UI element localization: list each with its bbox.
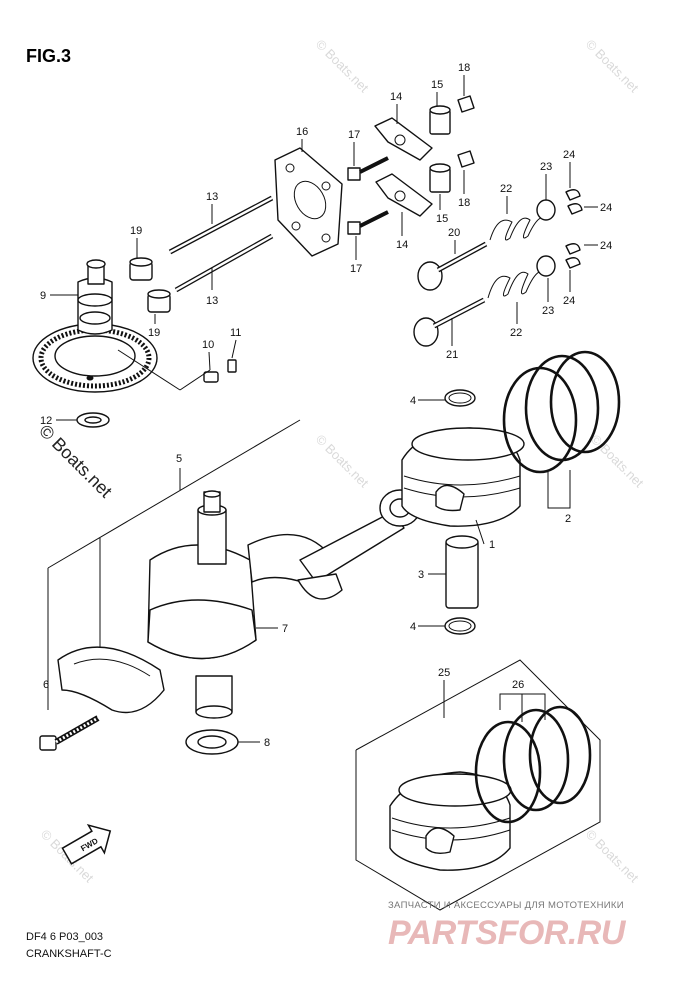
callout-7: 7 <box>282 623 288 635</box>
callout-4a: 4 <box>410 395 416 407</box>
callout-10: 10 <box>202 339 214 351</box>
callout-16: 16 <box>296 126 308 138</box>
watermark-text: © Boats.net <box>583 827 642 886</box>
callout-18b: 18 <box>458 197 470 209</box>
watermark-text: © Boats.net <box>313 37 372 96</box>
figure-name: CRANKSHAFT-C <box>26 948 112 960</box>
pin-clip <box>444 389 476 635</box>
callout-15a: 15 <box>431 79 443 91</box>
rod-cap <box>57 646 165 714</box>
rocker-gasket <box>274 147 343 257</box>
callout-14b: 14 <box>396 239 408 251</box>
callout-24c: 24 <box>600 240 612 252</box>
callout-17a: 17 <box>348 129 360 141</box>
callout-14a: 14 <box>390 91 402 103</box>
rocker-pivot <box>429 105 451 193</box>
callout-1: 1 <box>489 539 495 551</box>
crank-washer <box>185 729 239 755</box>
callout-8: 8 <box>264 737 270 749</box>
rod-bolt <box>39 715 100 751</box>
callout-5: 5 <box>176 453 182 465</box>
callout-6: 6 <box>43 679 49 691</box>
valve-spring <box>487 216 549 299</box>
valve-lifter <box>129 257 171 313</box>
callout-23b: 23 <box>542 305 554 317</box>
callout-9: 9 <box>40 290 46 302</box>
rocker-nut <box>457 95 475 168</box>
rocker-arm <box>374 117 433 217</box>
callout-22a: 22 <box>500 183 512 195</box>
watermark-text: © Boats.net <box>313 432 372 491</box>
piston-pin <box>445 535 479 609</box>
callout-25: 25 <box>438 667 450 679</box>
callout-24d: 24 <box>563 295 575 307</box>
figure-code: DF4 6 P03_003 <box>26 931 103 943</box>
spring-retainer <box>536 199 556 277</box>
callout-17b: 17 <box>350 263 362 275</box>
group-frames <box>47 349 601 911</box>
callout-13a: 13 <box>206 191 218 203</box>
connecting-rod <box>247 489 421 600</box>
rocker-stud <box>347 156 389 235</box>
callout-15b: 15 <box>436 213 448 225</box>
watermark-main: © Boats.net <box>35 421 116 502</box>
brand-logo: PARTSFOR.RU <box>388 914 627 952</box>
piston-oversize <box>389 771 512 871</box>
thrust-washer <box>76 412 110 428</box>
push-rod <box>168 195 274 293</box>
watermark-text: © Boats.net <box>588 432 647 491</box>
piston <box>401 427 525 527</box>
callout-2: 2 <box>565 513 571 525</box>
watermark-text: © Boats.net <box>583 37 642 96</box>
brand-tagline: ЗАПЧАСТИ И АКСЕССУАРЫ ДЛЯ МОТОТЕХНИКИ <box>388 900 624 911</box>
figure-title: FIG.3 <box>26 46 71 66</box>
callout-19a: 19 <box>130 225 142 237</box>
valve <box>413 241 488 347</box>
watermark-faint: © Boats.net © Boats.net © Boats.net © Bo… <box>38 37 647 886</box>
callout-22b: 22 <box>510 327 522 339</box>
piston-rings <box>502 350 621 474</box>
callout-11: 11 <box>230 327 241 339</box>
callout-21: 21 <box>446 349 458 361</box>
callout-20: 20 <box>448 227 460 239</box>
camshaft-gear <box>32 259 158 393</box>
callouts: 1 2 3 4 4 5 6 7 8 9 10 11 12 13 13 14 14… <box>40 62 612 749</box>
small-bolt <box>227 359 237 373</box>
callout-13b: 13 <box>206 295 218 307</box>
callout-19b: 19 <box>148 327 160 339</box>
callout-26: 26 <box>512 679 524 691</box>
callout-4b: 4 <box>410 621 416 633</box>
callout-24b: 24 <box>600 202 612 214</box>
valve-cotter <box>565 189 583 269</box>
lock-pin <box>203 371 219 383</box>
callout-3: 3 <box>418 569 424 581</box>
crankshaft <box>147 490 257 719</box>
callout-23a: 23 <box>540 161 552 173</box>
callout-12: 12 <box>40 415 52 427</box>
forward-arrow-icon: FWD <box>61 823 112 865</box>
callout-24a: 24 <box>563 149 575 161</box>
piston-rings-oversize <box>474 705 592 824</box>
callout-18a: 18 <box>458 62 470 74</box>
brand-stamp: ЗАПЧАСТИ И АКСЕССУАРЫ ДЛЯ МОТОТЕХНИКИ PA… <box>388 900 627 952</box>
